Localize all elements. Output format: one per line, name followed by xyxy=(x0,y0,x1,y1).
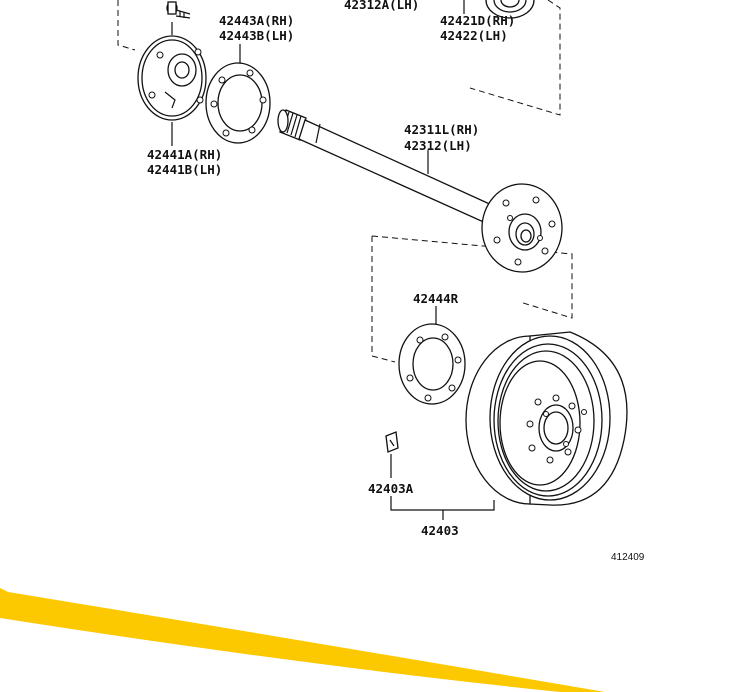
label-plug: 42403A xyxy=(368,481,414,496)
dashed-box-right-top xyxy=(469,0,561,116)
label-axle-shaft-rh: 42311L(RH) xyxy=(404,122,479,137)
drum-bracket xyxy=(390,496,495,520)
oil-seal xyxy=(463,0,535,19)
hub-bolt xyxy=(166,1,191,35)
brake-drum xyxy=(465,331,628,506)
label-retainer-rh: 42441A(RH) xyxy=(147,147,222,162)
label-retainer-gasket-lh: 42443B(LH) xyxy=(219,28,294,43)
drum-gasket xyxy=(398,306,466,405)
axle-shaft xyxy=(277,109,563,273)
label-retainer-lh: 42441B(LH) xyxy=(147,162,222,177)
label-gasket: 42444R xyxy=(413,291,459,306)
bearing-retainer xyxy=(137,35,207,146)
label-axle-shaft-lh: 42312(LH) xyxy=(404,138,472,153)
hole-plug xyxy=(385,431,399,478)
reference-code: 412409 xyxy=(611,552,645,563)
label-seal-lh: 42422(LH) xyxy=(440,28,508,43)
white-swoosh-cut xyxy=(0,618,560,692)
retainer-gasket xyxy=(205,44,271,144)
label-retainer-gasket-rh: 42443A(RH) xyxy=(219,13,294,28)
dashed-box-left xyxy=(117,0,136,51)
label-top-cut: 42312A(LH) xyxy=(344,0,419,12)
label-drum: 42403 xyxy=(421,523,459,538)
dashed-box-drum xyxy=(371,235,573,363)
label-seal-rh: 42421D(RH) xyxy=(440,13,515,28)
